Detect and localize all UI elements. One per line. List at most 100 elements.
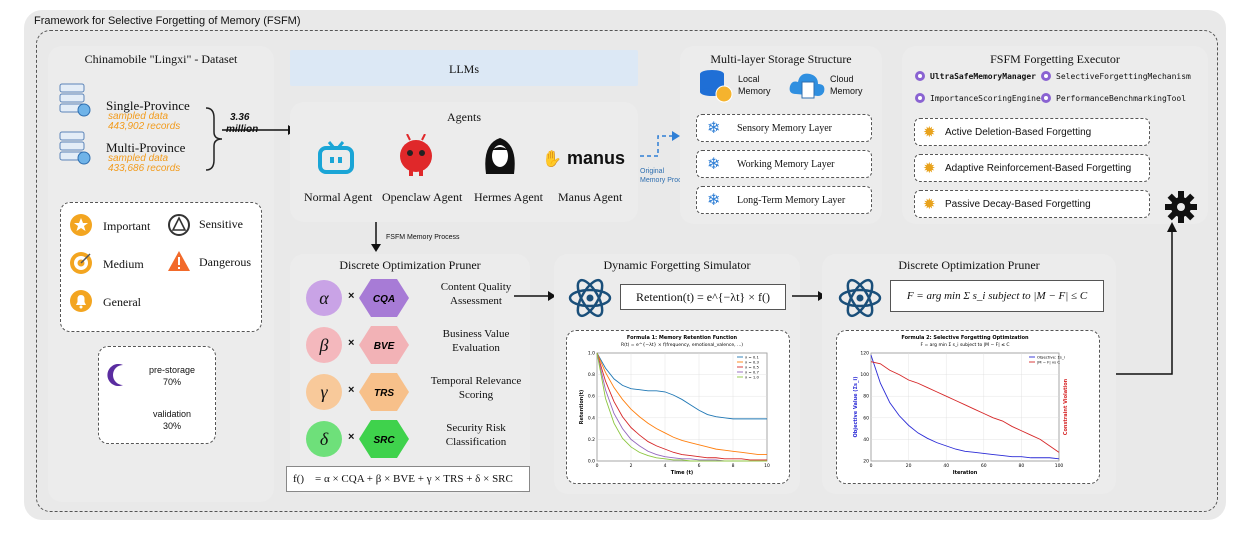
manus-logo-text: manus: [566, 148, 625, 168]
alert-triangle-icon: [168, 251, 190, 271]
pruner-row-line2: Evaluation: [452, 342, 500, 354]
x-axis-label: Time (t): [671, 470, 693, 476]
legend-label: λ = 0.5: [745, 365, 759, 370]
agent-openclaw: Openclaw Agent: [382, 190, 463, 204]
legend-medium: Medium: [103, 257, 144, 271]
executor-title: FSFM Forgetting Executor: [990, 52, 1120, 66]
hexagon-badge: TRS: [359, 373, 409, 411]
pruner-to-simulator-arrow: [514, 291, 556, 301]
original-label-2: Memory Process: [640, 177, 693, 184]
plot-area: [596, 352, 768, 462]
y-tick-label: 120: [860, 351, 869, 357]
working-layer: ❄ Working Memory Layer: [696, 150, 872, 178]
agents-title: Agents: [447, 110, 481, 124]
hermes-portrait-icon: [485, 138, 515, 174]
strategy-adaptive-label: Adaptive Reinforcement-Based Forgetting: [945, 162, 1132, 174]
fsfm-memory-process-label: FSFM Memory Process: [386, 234, 460, 241]
x-tick-label: 20: [906, 463, 912, 469]
single-province-sub2: 443,902 records: [108, 121, 181, 132]
pruner-row-line1: Security Risk: [446, 422, 506, 434]
legend-dangerous: Dangerous: [199, 255, 251, 269]
warning-icon: [168, 214, 190, 236]
series-line: [596, 352, 767, 462]
hexagon-badge: SRC: [359, 420, 409, 458]
y-tick-label: 0.8: [588, 372, 595, 378]
cloud-memory-2: Memory: [830, 86, 863, 96]
series-line: [870, 355, 1060, 460]
module-ultrasafe: UltraSafeMemoryManager: [914, 70, 1036, 82]
times-sign: ×: [348, 431, 355, 443]
target-icon: [70, 252, 92, 274]
plot-area: [870, 352, 1060, 462]
x-tick-label: 4: [664, 463, 667, 469]
multi-province-label: Multi-Province: [106, 140, 186, 155]
total-value: 3.36: [230, 112, 250, 123]
module-importance: ImportanceScoringEngine: [914, 92, 1041, 104]
hexagon-shape: [359, 373, 409, 411]
pruner-formula: f() = α × CQA + β × BVE + γ × TRS + δ × …: [293, 473, 513, 485]
optimization-chart: Formula 2: Selective Forgetting Optimiza…: [853, 335, 1069, 476]
x-tick-label: 100: [1055, 463, 1064, 469]
agents-to-pruner-arrow: [371, 222, 381, 252]
gear-icon: [915, 71, 925, 81]
hexagon-shape: [359, 326, 409, 364]
hexagon-shape: [359, 279, 409, 317]
optimization-formula-box: F = arg min Σ s_i subject to |M − F| ≤ C: [890, 280, 1104, 312]
x-tick-label: 8: [732, 463, 735, 469]
y-tick-label: 0.0: [588, 459, 595, 465]
cloud-server-icon: [789, 73, 825, 99]
longterm-layer-label: Long-Term Memory Layer: [737, 194, 846, 206]
hand-icon: ✋: [542, 151, 562, 168]
star-icon: [70, 214, 92, 236]
y-tick-label: 1.0: [588, 351, 595, 357]
legend-sensitive: Sensitive: [199, 217, 243, 231]
module-ultrasafe-label: UltraSafeMemoryManager: [930, 71, 1036, 81]
retention-chart: Formula 1: Memory Retention FunctionR(t)…: [579, 335, 770, 476]
simulator-title: Dynamic Forgetting Simulator: [603, 258, 751, 272]
y2-axis-label: Constraint Violation: [1063, 378, 1069, 435]
crescent-icon: [117, 407, 127, 427]
greek-coefficient: δ: [306, 421, 342, 457]
single-province-label: Single-Province: [106, 98, 190, 113]
x-tick-label: 2: [630, 463, 633, 469]
original-process-arrow: [640, 131, 680, 157]
gear-icon: [915, 93, 925, 103]
executor-panel: FSFM Forgetting Executor UltraSafeMemory…: [902, 46, 1208, 224]
hexagon-abbr: CQA: [373, 294, 395, 305]
legend-label: Objective: Σs_i: [1037, 355, 1065, 360]
chart-subtitle: R(t) = e^{−λt} × f(frequency, emotional_…: [621, 342, 743, 348]
module-selective: SelectiveForgettingMechanism: [1040, 70, 1191, 82]
legend-label: λ = 0.3: [745, 360, 759, 365]
retention-formula-box: Retention(t) = e^{−λt} × f(): [620, 284, 786, 310]
y-tick-label: 60: [863, 415, 869, 421]
pruner-formula-box: f() = α × CQA + β × BVE + γ × TRS + δ × …: [286, 466, 530, 492]
pruner-row-line2: Classification: [445, 436, 507, 448]
series-line: [596, 352, 767, 420]
strategy-active: ✹ Active Deletion-Based Forgetting: [914, 118, 1150, 146]
hexagon-shape: [359, 420, 409, 458]
original-label-1: Original: [640, 168, 665, 175]
settings-gear-icon: [1165, 191, 1197, 223]
tv-robot-icon: [318, 141, 354, 174]
hexagon-abbr: BVE: [374, 341, 395, 352]
gear-icon: [1041, 71, 1051, 81]
pruner-right-panel: Discrete Optimization Pruner F = arg min…: [822, 254, 1116, 494]
cloud-memory-1: Cloud: [830, 74, 854, 84]
y-tick-label: 100: [860, 372, 869, 378]
series-line: [596, 352, 767, 461]
bell-icon: [70, 290, 92, 312]
dataset-panel: Chinamobile "Lingxi" - Dataset Single-Pr…: [48, 46, 274, 502]
storage-title: Multi-layer Storage Structure: [710, 52, 852, 66]
atom-icon: [568, 278, 612, 318]
split-box: pre-storage 70% validation 30%: [98, 346, 216, 444]
series-line: [596, 352, 767, 455]
server-icon: [59, 131, 91, 165]
module-benchmark: PerformanceBenchmarkingTool: [1040, 92, 1186, 104]
legend-label: λ = 1.0: [745, 375, 759, 380]
strategy-adaptive: ✹ Adaptive Reinforcement-Based Forgettin…: [914, 154, 1150, 182]
